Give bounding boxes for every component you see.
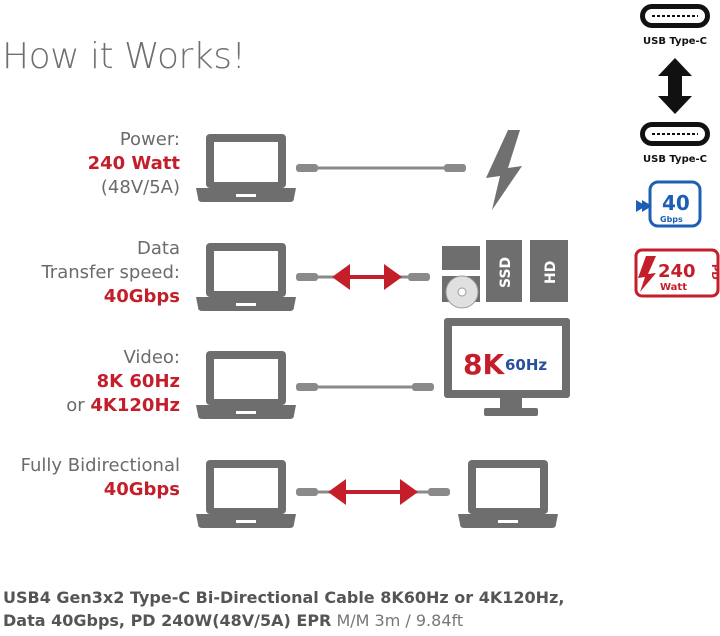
monitor-refresh-rate: 60Hz bbox=[505, 356, 547, 374]
usb-c-connector-top-icon bbox=[640, 4, 710, 28]
footer-line-2: Data 40Gbps, PD 240W(48V/5A) EPR bbox=[3, 611, 332, 630]
bidirectional-arrow-icon bbox=[332, 264, 402, 290]
ssd-icon: SSD bbox=[486, 240, 522, 302]
footer-line-1: USB4 Gen3x2 Type-C Bi-Directional Cable … bbox=[3, 588, 565, 607]
power-label-block: Power: 240 Watt (48V/5A) bbox=[88, 128, 180, 200]
hd-label: HD bbox=[543, 261, 559, 284]
power-cable bbox=[296, 164, 466, 172]
optical-disc-drive-icon bbox=[442, 246, 480, 309]
footer-description: USB4 Gen3x2 Type-C Bi-Directional Cable … bbox=[3, 586, 564, 632]
video-label-block: Video: 8K 60Hz or 4K120Hz bbox=[66, 346, 180, 418]
monitor-icon: 8K 60Hz bbox=[444, 318, 570, 416]
video-laptop bbox=[196, 351, 296, 419]
video-value-2: 4K120Hz bbox=[90, 395, 180, 416]
usb-type-c-label-bottom: USB Type-C bbox=[643, 154, 707, 165]
power-value: 240 Watt bbox=[87, 153, 180, 174]
monitor-resolution: 8K bbox=[463, 348, 505, 381]
page-title: How it Works! bbox=[2, 36, 246, 77]
bidi-label-block: Fully Bidirectional 40Gbps bbox=[21, 454, 180, 502]
usb-type-c-label-top: USB Type-C bbox=[643, 36, 707, 47]
bidi-laptop-right bbox=[458, 460, 558, 528]
speed-badge-unit: Gbps bbox=[660, 215, 683, 224]
lightning-icon bbox=[486, 130, 522, 210]
bidi-value: 40Gbps bbox=[103, 479, 180, 500]
data-label-block: Data Transfer speed: 40Gbps bbox=[41, 237, 180, 309]
video-value-1: 8K 60Hz bbox=[96, 371, 180, 392]
power-laptop bbox=[196, 134, 296, 202]
data-label-line1: Data bbox=[137, 238, 180, 259]
power-240w-pd-badge-icon: 240 Watt PD bbox=[634, 248, 720, 298]
video-cable bbox=[296, 383, 434, 391]
bidi-label: Fully Bidirectional bbox=[20, 455, 180, 476]
bidirectional-arrow-icon-2 bbox=[328, 479, 418, 505]
power-badge-unit: Watt bbox=[660, 282, 687, 293]
video-label: Video: bbox=[123, 347, 181, 368]
power-badge-pd: PD bbox=[709, 264, 720, 280]
power-badge-value: 240 bbox=[658, 261, 696, 282]
video-or: or bbox=[66, 395, 85, 416]
data-label-line2: Transfer speed: bbox=[41, 262, 180, 283]
usb-c-connector-bottom-icon bbox=[640, 122, 710, 146]
data-value: 40Gbps bbox=[103, 286, 180, 307]
speed-badge-value: 40 bbox=[662, 191, 690, 215]
speed-40gbps-badge-icon: 40 Gbps bbox=[636, 180, 702, 228]
power-detail: (48V/5A) bbox=[100, 177, 180, 198]
data-laptop bbox=[196, 243, 296, 311]
bidi-laptop-left bbox=[196, 460, 296, 528]
ssd-label: SSD bbox=[498, 257, 514, 288]
footer-line-2-tail: M/M 3m / 9.84ft bbox=[331, 611, 464, 630]
double-arrow-icon bbox=[658, 58, 692, 114]
hard-drive-icon: HD bbox=[530, 240, 568, 302]
power-label: Power: bbox=[119, 129, 180, 150]
